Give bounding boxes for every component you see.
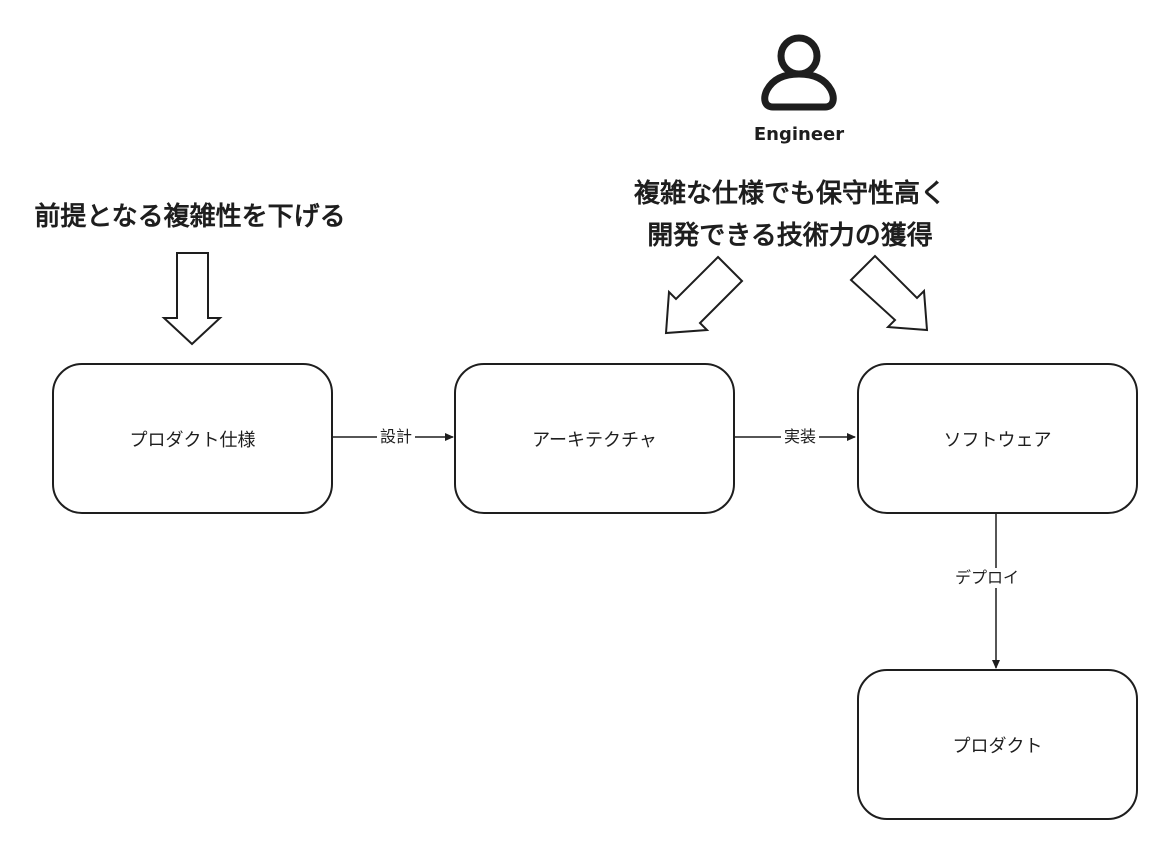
actor-label: Engineer [753,124,845,145]
edge-label-implementation: 実装 [781,427,820,447]
hollow-down-arrow [161,252,223,346]
node-product-spec[interactable]: プロダクト仕様 [52,363,333,514]
edge-label-deploy: デプロイ [952,568,1023,588]
hollow-diagonal-arrow-right [849,254,929,332]
heading-right-line2: 開発できる技術力の獲得 [647,221,933,251]
hollow-diagonal-arrow-left [664,255,744,335]
node-architecture[interactable]: アーキテクチャ [454,363,735,514]
node-software[interactable]: ソフトウェア [857,363,1138,514]
edge-label-design: 設計 [377,427,416,447]
heading-right-line1: 複雑な仕様でも保守性高く [633,179,946,209]
node-product[interactable]: プロダクト [857,669,1138,820]
heading-left: 前提となる複雑性を下げる [34,202,346,232]
person-icon [761,34,837,111]
